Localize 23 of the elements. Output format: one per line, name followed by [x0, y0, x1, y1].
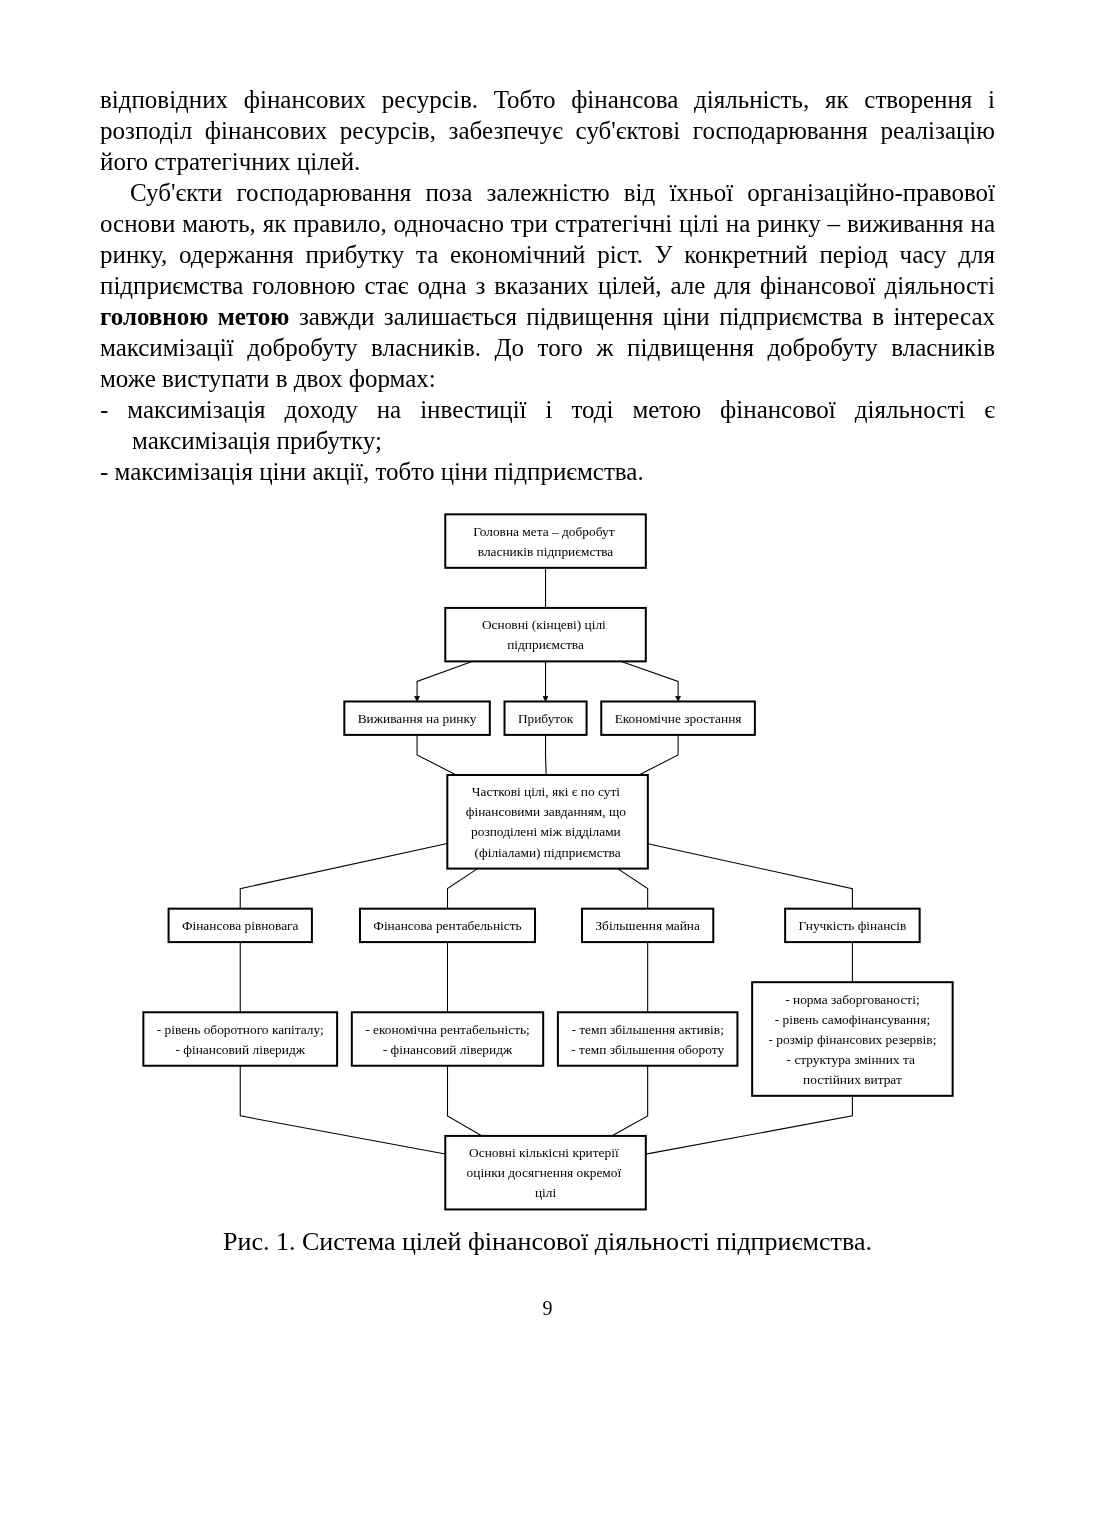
- paragraph: відповідних фінансових ресурсів. Тобто фінансова діяльність, як створення і розподіл фінансових ресурсів, забезпечує суб'єктові господарювання реалізацію його стратегічних цілей.: [100, 85, 995, 177]
- node-box: Виживання на ринку: [342, 700, 491, 736]
- node-box: Часткові цілі, які є по суті фінансовими завданням, що розподілені між відділами (філіалами) підприємства: [445, 774, 649, 870]
- node-box: Фінансова рівновага: [167, 907, 313, 944]
- figure-caption: Рис. 1. Система цілей фінансової діяльності підприємства.: [222, 1226, 873, 1257]
- node-box: Основні кількісні критерії оцінки досягнення окремої цілі: [443, 1134, 647, 1211]
- connector: [416, 734, 457, 776]
- node-box: Основні (кінцеві) цілі підприємства: [443, 606, 647, 663]
- node-box: Збільшення майна: [580, 907, 714, 944]
- node-box: Фінансова рентабельність: [358, 907, 536, 944]
- node-box: Прибуток: [503, 700, 588, 736]
- node-box: Гнучкість фінансів: [783, 907, 921, 944]
- bullet-point: - максимізація ціни акції, тобто ціни підприємства.: [100, 457, 645, 487]
- node-box: Головна мета – добробут власників підприємства: [443, 513, 647, 569]
- connector: [544, 734, 547, 776]
- node-box: Економічне зростання: [599, 700, 756, 736]
- paragraph: Суб'єкти господарювання поза залежністю від їхньої організаційно-правової основи мають, як правило, одночасно три стратегічні цілі на ринку – виживання на ринку, одержання прибутку та економічний ріст. У конкретний період часу для підприємства головною стає одна з вказаних цілей, але для фінансової діяльності головною метою завжди залишається підвищення ціни підприємства в інтересах максимізації добробуту власників. До того ж підвищення добробуту власників може виступати в двох формах:: [100, 178, 995, 394]
- node-box: - рівень оборотного капіталу; - фінансовий ліверидж: [141, 1011, 338, 1067]
- bullet-point: - максимізація доходу на інвестиції і тоді метою фінансової діяльності є максимізація прибутку;: [100, 395, 995, 456]
- node-box: - економічна рентабельність; - фінансовий ліверидж: [350, 1011, 544, 1067]
- page-number: 9: [541, 1296, 554, 1320]
- node-box: - темп збільшення активів; - темп збільшення обороту: [556, 1011, 738, 1067]
- node-box: - норма заборгованості; - рівень самофінансування; - розмір фінансових резервів; - структура змінних та постійних витрат: [750, 981, 954, 1097]
